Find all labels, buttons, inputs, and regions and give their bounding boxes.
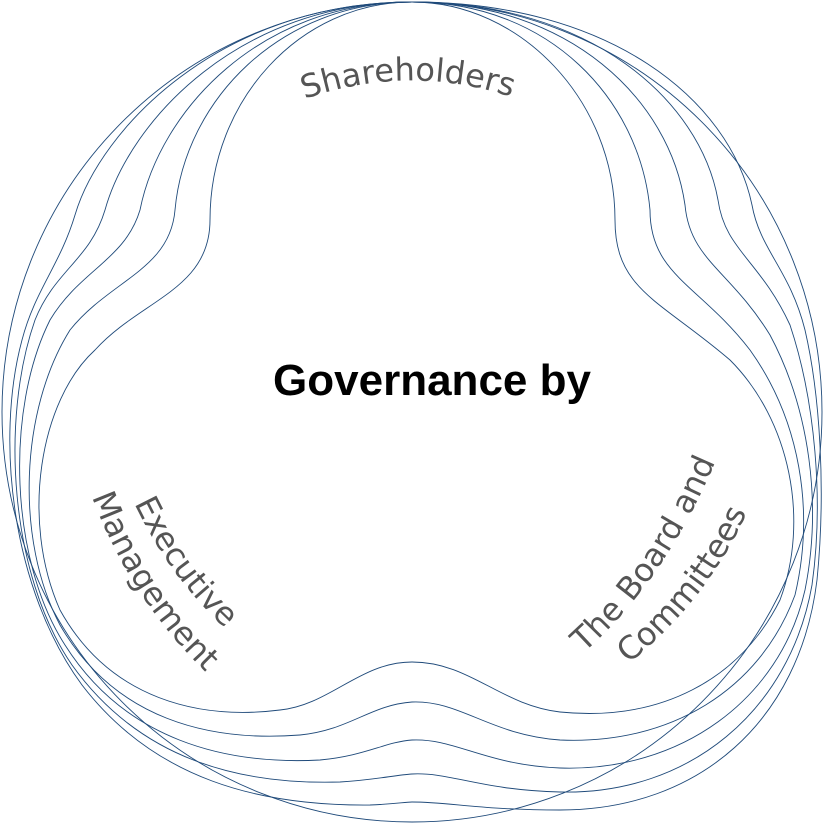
- trefoil-curve-3: [19, 1, 813, 769]
- label-board-committees: The Board and Committees: [563, 450, 755, 670]
- center-title: Governance by: [273, 356, 591, 405]
- trefoil-curve-5: [9, 1, 822, 811]
- label-top: Shareholders: [296, 50, 521, 106]
- trefoil-curve-4: [14, 1, 818, 793]
- label-executive-management: Executive Management: [84, 486, 246, 678]
- label-shareholders: Shareholders: [296, 50, 521, 106]
- trefoil-curve-1: [38, 1, 795, 714]
- trefoil-curve-2: [28, 1, 805, 741]
